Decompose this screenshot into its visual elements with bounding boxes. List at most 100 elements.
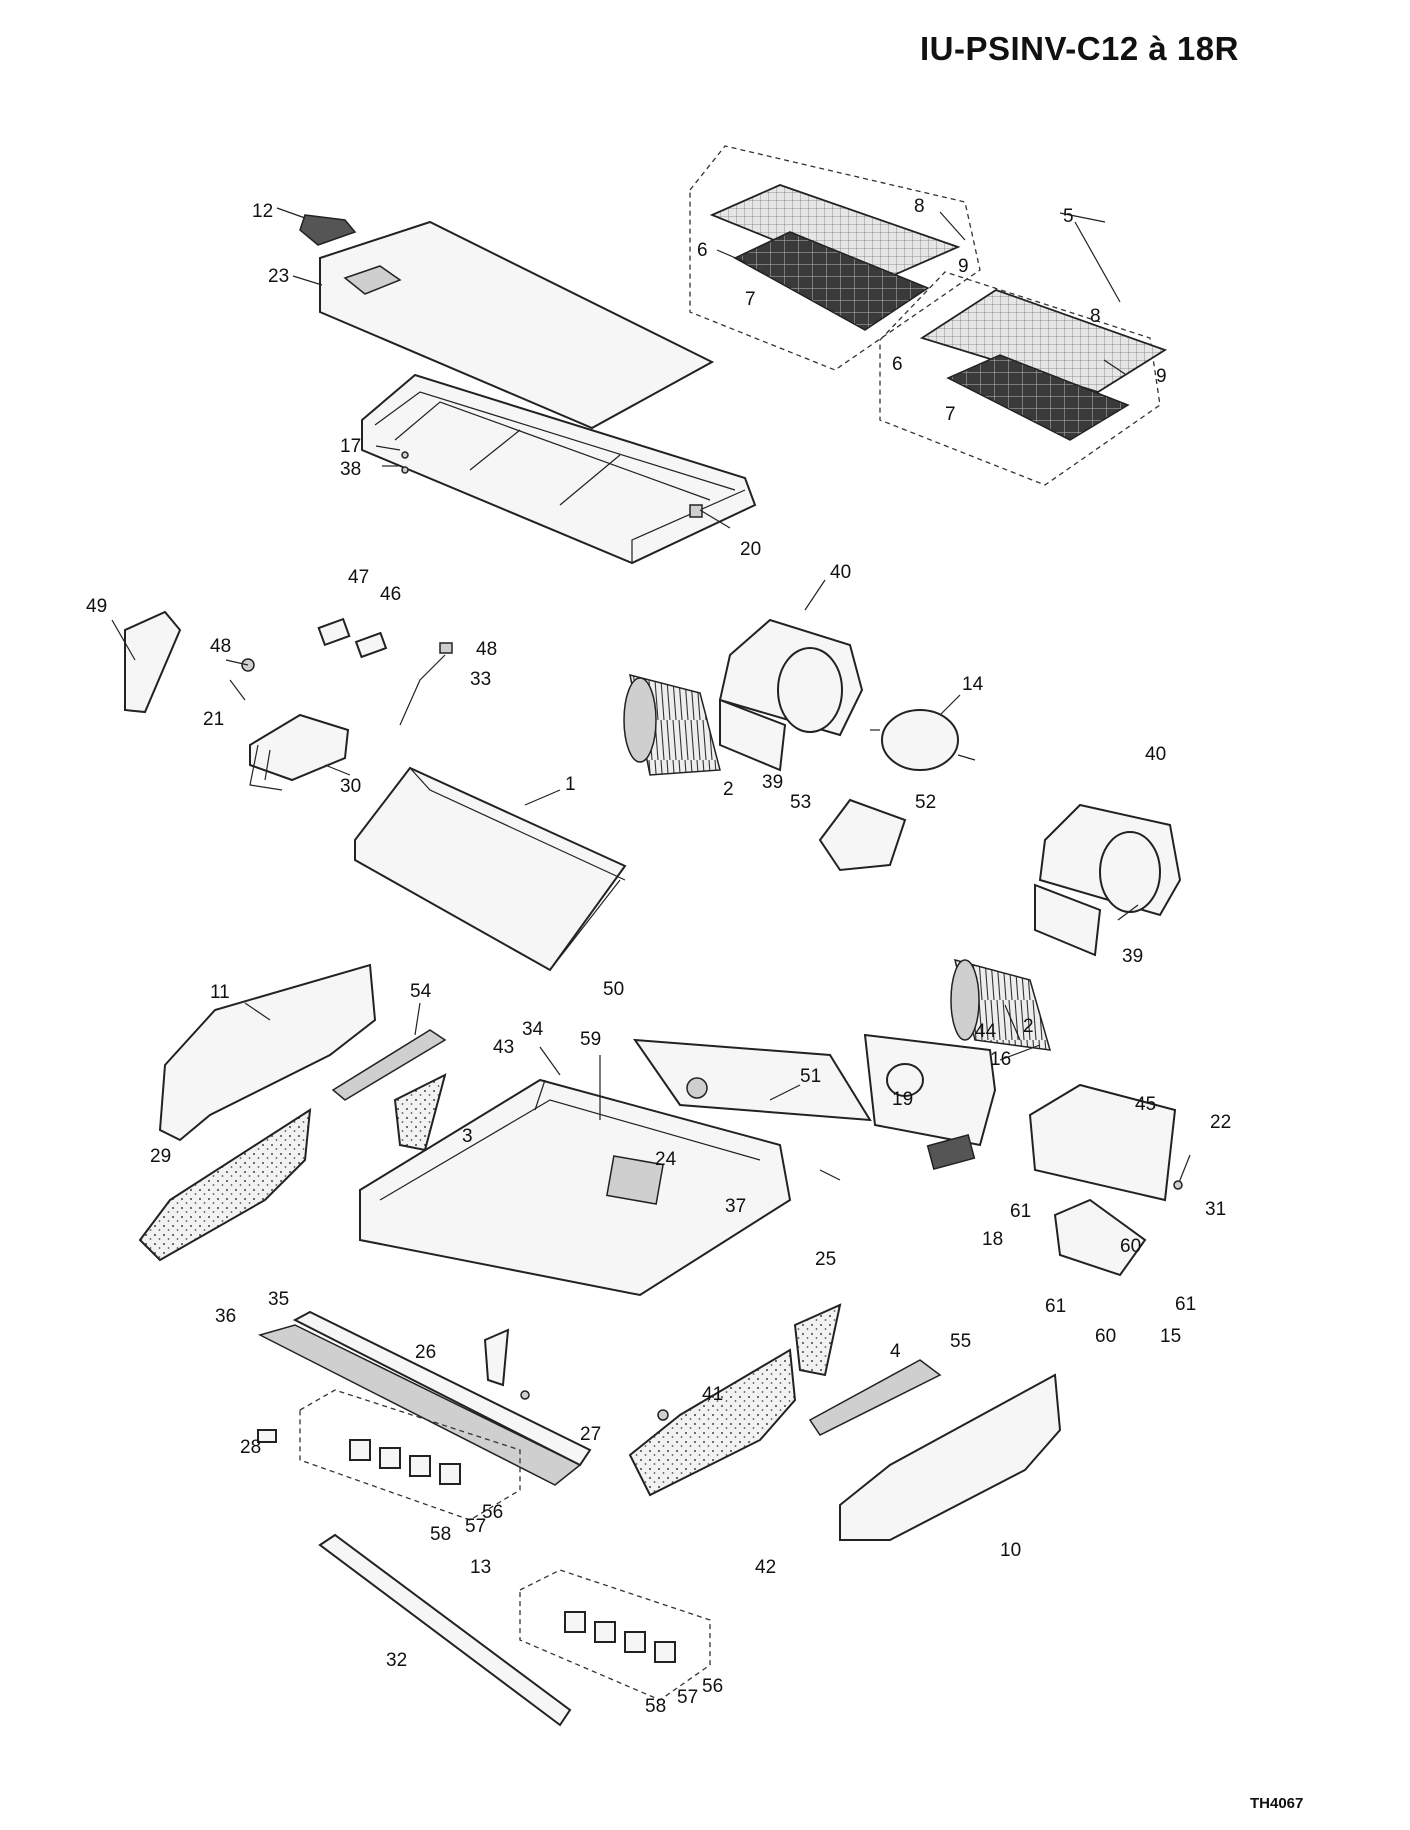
callout-46: 46	[380, 584, 401, 605]
callout-60: 60	[1120, 1236, 1141, 1257]
callout-17: 17	[340, 436, 361, 457]
pcb-15	[1053, 1198, 1147, 1277]
callout-38: 38	[340, 459, 361, 480]
fan-wheel-2-lower	[950, 958, 1052, 1051]
callout-3: 3	[462, 1126, 473, 1147]
fan-wheel-2-upper	[623, 673, 721, 776]
side-cover-10	[839, 1373, 1062, 1541]
callout-7b: 7	[945, 404, 956, 425]
motor-14	[870, 709, 976, 771]
callout-18: 18	[982, 1229, 1003, 1250]
callout-57: 57	[465, 1516, 486, 1537]
callout-19: 19	[892, 1089, 913, 1110]
callout-56: 56	[482, 1502, 503, 1523]
plate-4	[793, 1303, 842, 1377]
callout-22: 22	[1210, 1112, 1231, 1133]
callout-45: 45	[1135, 1094, 1156, 1115]
callout-61b: 61	[1045, 1296, 1066, 1317]
control-box-45	[1028, 1083, 1177, 1202]
heat-exchanger-1	[354, 766, 627, 972]
callout-60b: 60	[1095, 1326, 1116, 1347]
callout-21: 21	[203, 709, 224, 730]
callout-14: 14	[962, 674, 984, 695]
callout-51: 51	[800, 1066, 821, 1087]
bracket-55	[808, 1359, 942, 1436]
callout-26: 26	[415, 1342, 436, 1363]
deflector-32	[318, 1533, 572, 1727]
top-panel-23	[319, 220, 715, 430]
callout-25: 25	[815, 1249, 836, 1270]
document-reference: TH4067	[1250, 1795, 1304, 1812]
callout-42: 42	[755, 1557, 776, 1578]
remote-control-12	[299, 214, 357, 246]
callout-49: 49	[86, 596, 107, 617]
callout-28: 28	[240, 1437, 261, 1458]
callout-31: 31	[1205, 1199, 1226, 1220]
callout-41: 41	[702, 1384, 723, 1405]
side-cover-11	[158, 963, 377, 1142]
callout-5: 5	[1063, 206, 1074, 227]
callout-61: 61	[1010, 1201, 1031, 1222]
callout-48b: 48	[476, 639, 497, 660]
drain-pan-25	[359, 1078, 792, 1297]
callout-32: 32	[386, 1650, 407, 1671]
wiring-box-30	[241, 658, 350, 791]
bracket-26	[483, 1328, 510, 1387]
callout-15: 15	[1160, 1326, 1181, 1347]
callout-34: 34	[522, 1019, 544, 1040]
filter-group-lower	[879, 271, 1168, 486]
callout-24: 24	[655, 1149, 677, 1170]
sensor-33-48	[399, 642, 453, 726]
callout-55: 55	[950, 1331, 971, 1352]
callout-48: 48	[210, 636, 231, 657]
vane-group-13-lower	[519, 1569, 711, 1701]
callout-53: 53	[790, 792, 811, 813]
callout-9: 9	[958, 256, 969, 277]
rear-plate-50-51	[632, 1038, 872, 1122]
callout-29: 29	[150, 1146, 171, 1167]
callout-50: 50	[603, 979, 624, 1000]
louver-35-36	[257, 1310, 592, 1486]
callout-58: 58	[430, 1524, 451, 1545]
callout-27: 27	[580, 1424, 601, 1445]
callout-43: 43	[493, 1037, 514, 1058]
callout-40: 40	[830, 562, 851, 583]
callout-7: 7	[745, 289, 756, 310]
callout-37: 37	[725, 1196, 746, 1217]
page-title: IU-PSINV-C12 à 18R	[920, 30, 1239, 67]
callout-2: 2	[723, 779, 734, 800]
callout-2b: 2	[1023, 1016, 1034, 1037]
callout-39b: 39	[1122, 946, 1143, 967]
callout-30: 30	[340, 776, 361, 797]
callout-16: 16	[990, 1049, 1011, 1070]
callout-59: 59	[580, 1029, 601, 1050]
callout-8b: 8	[1090, 306, 1101, 327]
callout-4: 4	[890, 1341, 901, 1362]
small-parts	[401, 451, 708, 1421]
callout-20: 20	[740, 539, 761, 560]
scroll-housing-40-upper	[718, 618, 864, 772]
front-frame-20	[361, 373, 757, 565]
bracket-54	[331, 1029, 447, 1101]
scroll-housing-40-lower	[1034, 803, 1182, 957]
ferrite-cores-46-47	[317, 617, 388, 659]
callout-47: 47	[348, 567, 369, 588]
callout-8: 8	[914, 196, 925, 217]
callout-57b: 57	[677, 1687, 698, 1708]
callout-23: 23	[268, 266, 289, 287]
callout-44: 44	[975, 1021, 997, 1042]
callout-6: 6	[697, 240, 708, 261]
filter-group-upper	[689, 145, 981, 371]
callout-35: 35	[268, 1289, 289, 1310]
callout-1: 1	[565, 774, 576, 795]
cover-44-16	[863, 1033, 997, 1147]
callout-54: 54	[410, 981, 432, 1002]
callout-13: 13	[470, 1557, 491, 1578]
callout-52: 52	[915, 792, 936, 813]
callout-39: 39	[762, 772, 783, 793]
motor-mount-52	[818, 798, 907, 872]
callout-61c: 61	[1175, 1294, 1196, 1315]
callout-11: 11	[210, 982, 230, 1003]
cover-plate-49	[124, 610, 182, 714]
